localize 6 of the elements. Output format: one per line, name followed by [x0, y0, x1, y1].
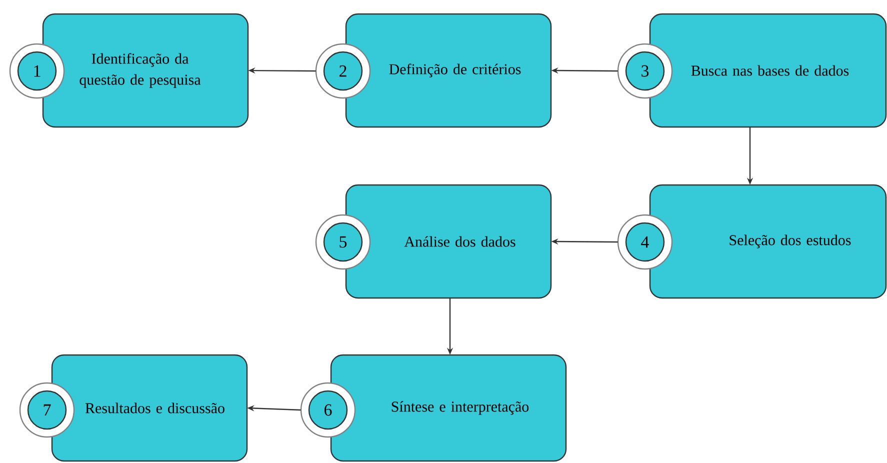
process-box: Identificação da questão de pesquisa [42, 13, 249, 128]
process-box: Resultados e discussão [51, 354, 248, 462]
process-box: Análise dos dados [345, 184, 552, 299]
process-box: Seleção dos estudos [649, 184, 887, 299]
process-box: Busca nas bases de dados [649, 13, 887, 128]
process-box: Definição de critérios [345, 13, 552, 128]
